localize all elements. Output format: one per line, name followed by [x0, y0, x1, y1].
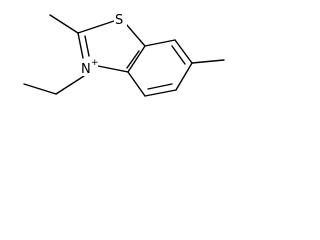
positive-charge-label: +: [91, 58, 99, 68]
benzothiazolium-structure: S N +: [23, 10, 225, 97]
bond-c7a-c7: [144, 39, 176, 47]
bond-c2-s: [77, 20, 115, 34]
ethyl-bond-ch2-ch3: [23, 83, 57, 95]
bond-c3a-n: [97, 65, 129, 73]
bond-s-c7a: [125, 23, 146, 47]
bond-c7a-c3a-double: [126, 50, 140, 69]
bond-n-c2-double: [84, 35, 90, 57]
bond-c5-c4-double: [147, 83, 173, 90]
sulfur-label: S: [115, 13, 123, 28]
methyl-bond-c2: [49, 14, 79, 34]
atom-labels: S N +: [80, 10, 127, 77]
nitrogen-label-bg: [80, 59, 98, 76]
bond-n-c2: [77, 32, 84, 59]
bond-c6-c5: [175, 62, 193, 91]
sulfur-label-bg: [114, 10, 127, 26]
methyl-bond-c6: [191, 59, 225, 64]
nitrogen-label: N: [81, 62, 91, 77]
bond-c5-c4: [144, 89, 177, 97]
bond-c7-c6-double: [171, 45, 186, 65]
bond-c4-c3a: [127, 71, 146, 97]
structure-canvas: S N +: [0, 0, 234, 110]
ethyl-bond-n-ch2: [55, 75, 85, 95]
substituent-bonds: [23, 14, 225, 95]
ring-bonds: [77, 20, 193, 97]
bond-c7-c6: [174, 39, 193, 64]
bond-c7a-c3a: [127, 45, 146, 73]
